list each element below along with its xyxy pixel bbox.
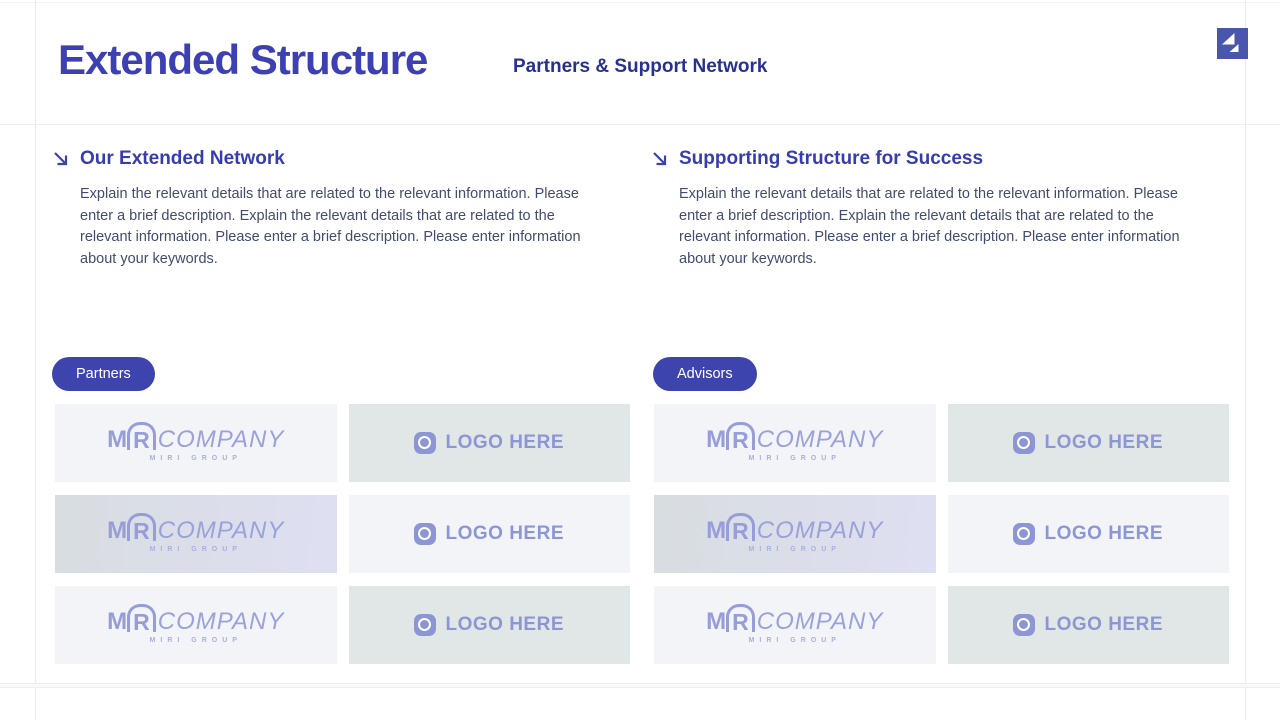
miri-logo-company: COMPANY: [157, 517, 285, 544]
miri-logo-m: M: [107, 608, 127, 635]
miri-logo-arch: R: [726, 604, 755, 635]
miri-logo-r: R: [732, 518, 749, 544]
header-divider-line: [0, 124, 1280, 125]
footer-divider-band: [0, 683, 1280, 688]
miri-logo-company: COMPANY: [157, 608, 285, 635]
camera-lens-icon: [1013, 523, 1036, 545]
miri-logo-subtext: MIRI GROUP: [748, 546, 841, 553]
miri-logo-arch: R: [127, 513, 156, 544]
miri-logo-r: R: [732, 427, 749, 453]
logo-here-label: LOGO HERE: [445, 614, 564, 635]
section-right-heading-row: Supporting Structure for Success: [651, 148, 983, 170]
logo-here-label: LOGO HERE: [1044, 432, 1163, 453]
miri-logo-m: M: [107, 426, 127, 453]
camera-lens-icon: [414, 523, 437, 545]
section-left-heading-row: Our Extended Network: [52, 148, 285, 170]
section-left-heading: Our Extended Network: [80, 148, 285, 169]
logo-here-placeholder: LOGO HERE: [414, 614, 564, 636]
camera-lens-icon: [1013, 614, 1036, 636]
camera-lens-icon: [1013, 432, 1036, 454]
partner-logo-card-placeholder: LOGO HERE: [348, 586, 630, 664]
miri-logo-m: M: [107, 517, 127, 544]
section-left-body: Explain the relevant details that are re…: [80, 186, 581, 267]
partner-logo-card-placeholder: LOGO HERE: [947, 404, 1229, 482]
arrow-down-right-icon: [653, 152, 667, 166]
partner-logo-card-placeholder: LOGO HERE: [348, 495, 630, 573]
miri-logo-arch: R: [127, 604, 156, 635]
logo-here-placeholder: LOGO HERE: [1013, 523, 1163, 545]
miri-logo-arch: R: [726, 513, 755, 544]
miri-logo-subtext: MIRI GROUP: [149, 455, 242, 462]
logo-here-placeholder: LOGO HERE: [1013, 614, 1163, 636]
partner-logo-card-placeholder: LOGO HERE: [947, 586, 1229, 664]
camera-lens-icon: [414, 432, 437, 454]
partner-logo-card-placeholder: LOGO HERE: [348, 404, 630, 482]
miri-logo-r: R: [133, 518, 150, 544]
miri-logo-subtext: MIRI GROUP: [149, 546, 242, 553]
logo-here-placeholder: LOGO HERE: [414, 523, 564, 545]
miri-logo-company: COMPANY: [756, 608, 884, 635]
section-right-body: Explain the relevant details that are re…: [679, 186, 1180, 267]
miri-logo-m: M: [706, 608, 726, 635]
top-guide-line: [0, 2, 1280, 3]
miri-logo-arch: R: [127, 422, 156, 453]
miri-logo-m: M: [706, 517, 726, 544]
miri-logo-r: R: [133, 609, 150, 635]
logo-here-label: LOGO HERE: [1044, 614, 1163, 635]
arrow-down-right-icon: [54, 152, 68, 166]
miri-logo-arch: R: [726, 422, 755, 453]
logo-here-label: LOGO HERE: [1044, 523, 1163, 544]
brand-logo-icon: [1217, 28, 1248, 59]
miri-logo-r: R: [732, 609, 749, 635]
miri-logo-m: M: [706, 426, 726, 453]
partner-logo-card-placeholder: LOGO HERE: [947, 495, 1229, 573]
partners-tag-button[interactable]: Partners: [52, 357, 155, 391]
miri-logo-company: COMPANY: [756, 517, 884, 544]
left-guide-line: [35, 0, 36, 720]
miri-logo-r: R: [133, 427, 150, 453]
logo-here-placeholder: LOGO HERE: [414, 432, 564, 454]
right-guide-line: [1245, 0, 1246, 720]
miri-logo-company: COMPANY: [756, 426, 884, 453]
logo-here-placeholder: LOGO HERE: [1013, 432, 1163, 454]
advisors-tag-button[interactable]: Advisors: [653, 357, 757, 391]
page-subtitle: Partners & Support Network: [513, 56, 768, 77]
miri-logo-company: COMPANY: [157, 426, 285, 453]
page-title: Extended Structure: [58, 36, 428, 83]
logo-here-label: LOGO HERE: [445, 523, 564, 544]
miri-logo-subtext: MIRI GROUP: [149, 637, 242, 644]
camera-lens-icon: [414, 614, 437, 636]
logo-here-label: LOGO HERE: [445, 432, 564, 453]
miri-logo-subtext: MIRI GROUP: [748, 637, 841, 644]
section-right-heading: Supporting Structure for Success: [679, 148, 984, 169]
miri-logo-subtext: MIRI GROUP: [748, 455, 841, 462]
